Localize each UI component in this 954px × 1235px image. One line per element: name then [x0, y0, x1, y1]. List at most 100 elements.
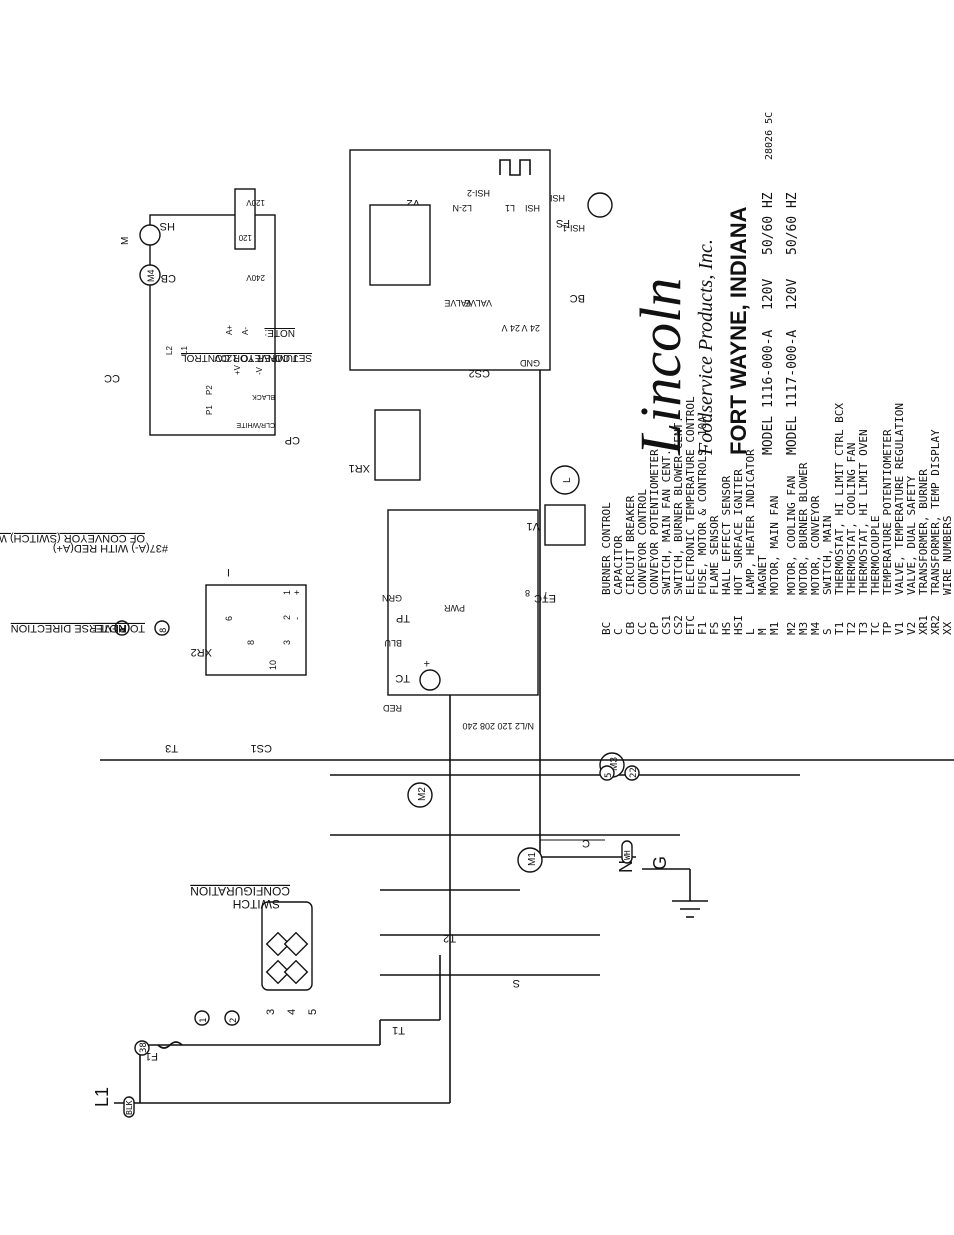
legend-bc-desc: BURNER CONTROL: [600, 502, 613, 595]
m2-label: M2: [417, 787, 428, 801]
legend-hsi: HSI: [732, 615, 745, 635]
cc-pin-l2: L2: [165, 346, 174, 355]
wire-2: 2: [229, 1018, 239, 1023]
legend-m4-desc: MOTOR, CONVEYOR: [809, 495, 822, 595]
ground-symbol: G: [642, 856, 708, 918]
wire-8: 8: [159, 628, 169, 633]
t2-label: T2: [443, 932, 456, 944]
legend-f1: F1: [696, 622, 709, 635]
legend-cc: CC: [636, 622, 649, 635]
reverse-direction-note: NOTE: TO REVERSE DIRECTION OF CONVEYOR (…: [0, 532, 168, 634]
bc-pin-l2n: L2-N: [452, 203, 472, 213]
sw-pin-3: 3: [265, 1009, 277, 1015]
xr2-tap-3: 3: [282, 640, 292, 645]
bc-pin-24v1: 24 V: [501, 323, 520, 333]
legend-s-desc: SWITCH, MAIN: [821, 516, 834, 595]
wire-blk: BLK: [125, 1100, 134, 1115]
note2-line1: SET CONVEYOR CONTROL: [181, 352, 312, 363]
legend-bc: BC: [600, 622, 613, 635]
cp-label: CP: [285, 434, 300, 446]
legend: BC BURNER CONTROL C CAPACITOR CB CIRCUIT…: [600, 396, 954, 635]
switch-configuration: 5 4 3 SWITCH CONFIGURATION: [190, 884, 319, 1015]
title-block: Lincoln Foodservice Products, Inc. FORT …: [628, 112, 800, 456]
cc-label: CC: [104, 372, 120, 384]
legend-t2-desc: THERMOSTAT, COOLING FAN: [845, 443, 858, 595]
legend-t1-desc: THERMOSTAT, HI LIMIT CTRL BCX: [833, 403, 846, 595]
sw-pin-5: 5: [307, 1009, 319, 1015]
jumper-120: 120: [238, 233, 252, 242]
legend-xx-desc: WIRE NUMBERS: [941, 516, 954, 595]
burner-control: BC VALVE VALVE 24 V 24 V GND L2-N L1 HSI…: [349, 149, 613, 371]
note1-head: NOTE:: [92, 622, 126, 634]
legend-m1-desc: MOTOR, MAIN FAN: [768, 496, 781, 595]
legend-cp: CP: [648, 621, 661, 635]
legend-c: C: [612, 628, 625, 635]
model-1: MODEL 1116-000-A: [761, 330, 776, 455]
xr2-tap-6: 6: [224, 616, 234, 621]
legend-etc-desc: ELECTRONIC TEMPERATURE CONTROL: [684, 396, 697, 595]
xr2-tap-8: 8: [246, 640, 256, 645]
legend-l: L: [744, 628, 757, 635]
xr2-tap-1: 1: [282, 590, 292, 595]
legend-t1: T1: [833, 622, 846, 635]
legend-m-desc: MAGNET: [756, 555, 769, 595]
hs-label: HS: [160, 220, 175, 232]
indicator-lamp: [550, 465, 580, 495]
burner-transformer: XR1 CS2 V1 L: [349, 367, 586, 546]
legend-m1: M1: [768, 622, 781, 635]
switch-config-subtitle: CONFIGURATION: [190, 884, 290, 898]
wire-wh: WH: [623, 850, 632, 860]
drawing-number: 28026 5C: [764, 112, 775, 160]
motor-m4: [139, 264, 161, 286]
transformer-xr2: XR2 I 6 8 10 1 2 3 + -: [191, 566, 307, 676]
xr1-label: XR1: [349, 462, 370, 474]
ground-label: G: [650, 856, 670, 870]
v1-label: V1: [527, 520, 540, 532]
etc-pin-grn: GRN: [382, 593, 402, 603]
hsi1-label: HSI-1: [562, 223, 585, 233]
legend-m3: M3: [797, 622, 810, 635]
sw-pin-4: 4: [286, 1009, 298, 1015]
switch-config-title: SWITCH: [233, 897, 280, 911]
etc-pin-plus: +: [424, 657, 430, 669]
m-label: M: [120, 237, 131, 245]
legend-tp-desc: TEMPERATURE POTENTIOMETER: [881, 429, 894, 595]
legend-v2: V2: [905, 622, 918, 635]
capacitor-label: C: [582, 837, 590, 849]
model-1-freq: 50/60 HZ: [761, 192, 776, 255]
etc-pin-blu: BLU: [384, 638, 402, 648]
legend-c-desc: CAPACITOR: [612, 535, 625, 595]
cc-pin-a-minus: A-: [241, 327, 250, 335]
etc-label: ETC: [534, 592, 556, 604]
legend-cs1-desc: SWITCH, MAIN FAN CENT.: [660, 449, 673, 595]
legend-v1: V1: [893, 622, 906, 635]
xr2-tap-plus: +: [292, 590, 302, 595]
hsi-label: HSI: [550, 193, 565, 203]
jumper-120v: 120V: [246, 198, 265, 207]
s-label: S: [513, 977, 520, 989]
hsi2-label: HSI-2: [467, 188, 490, 198]
bc-pin-valve2: VALVE: [464, 298, 492, 308]
xr2-tap-minus: -: [292, 617, 302, 620]
legend-f1-desc: FUSE, MOTOR & CONTROLS, 10A: [696, 416, 709, 595]
legend-l-desc: LAMP, HEATER INDICATOR: [744, 449, 757, 595]
motor-m2: [407, 782, 433, 808]
electronic-temperature-control: ETC PWR GRN BLU RED + - N/L2 120 208 240…: [382, 509, 556, 731]
cc-pin-p1: P1: [205, 405, 214, 415]
legend-cp-desc: CONVEYOR POTENTIOMETER: [648, 449, 661, 595]
title-city: FORT WAYNE, INDIANA: [726, 206, 751, 455]
hall-effect-sensor: [139, 224, 161, 246]
wire-1: 1: [199, 1018, 209, 1023]
legend-hs: HS: [720, 622, 733, 635]
conveyor-control: CC CB M4 M HS CP CLR/WHITE BLACK L2 L1 P…: [104, 214, 300, 446]
cp-wire-black: BLACK: [252, 393, 275, 400]
tc-label: TC: [395, 672, 410, 684]
igniter-icon: [499, 159, 531, 176]
m4-label: M4: [146, 269, 156, 282]
note1-line1: TO REVERSE DIRECTION: [11, 622, 145, 634]
jumper-note: NOTE: SET CONVEYOR CONTROL JUMPER TO 120…: [181, 188, 312, 363]
bc-pin-valve1: VALVE: [444, 298, 472, 308]
legend-tc: TC: [869, 622, 882, 635]
